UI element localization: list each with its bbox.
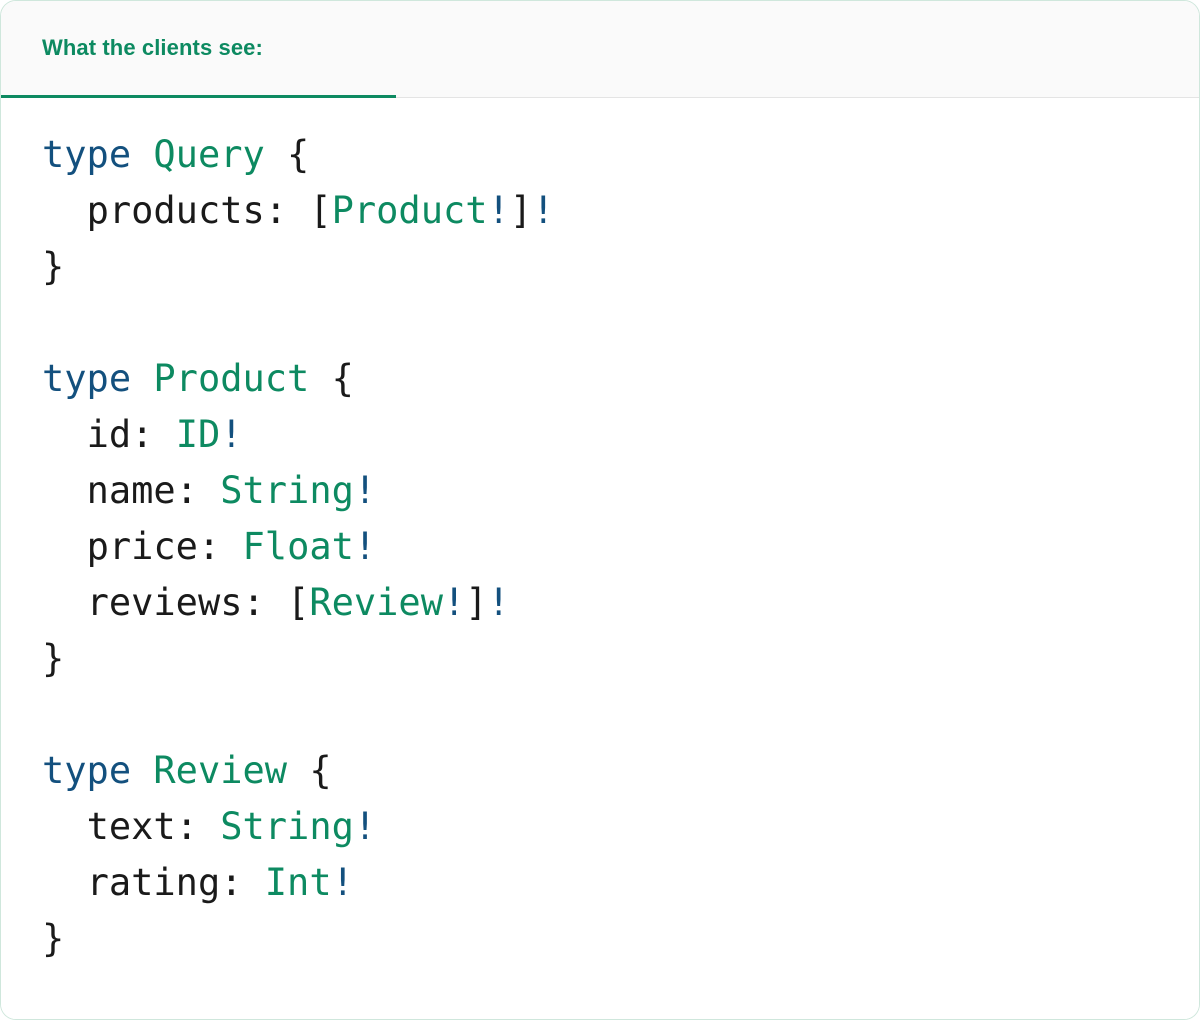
code-token: } (42, 245, 65, 288)
code-line: type Query { (42, 127, 1199, 183)
code-line: products: [Product!]! (42, 183, 1199, 239)
code-line: ​ (42, 687, 1199, 743)
code-token: text (86, 805, 176, 848)
code-token: Int (264, 861, 332, 904)
code-token: products (86, 189, 265, 232)
code-token: ! (442, 581, 466, 624)
code-token: } (42, 637, 65, 680)
code-token (131, 133, 153, 176)
code-line: price: Float! (42, 519, 1199, 575)
code-token (42, 525, 87, 568)
code-token: Query (153, 133, 265, 176)
code-token: { (287, 749, 332, 792)
code-token: type (42, 133, 132, 176)
code-token (42, 861, 87, 904)
code-token: ] (509, 189, 533, 232)
code-token: rating (86, 861, 221, 904)
code-token: type (42, 357, 132, 400)
code-token: ! (353, 469, 377, 512)
code-token: Product (331, 189, 488, 232)
code-token: ! (331, 861, 354, 904)
code-token: ! (220, 413, 243, 456)
code-line: } (42, 239, 1199, 295)
tab-label: What the clients see: (42, 35, 263, 60)
tab-strip: What the clients see: (1, 1, 1199, 98)
graphql-schema-code[interactable]: type Query { products: [Product!]!}​type… (42, 127, 1199, 967)
code-token: { (309, 357, 354, 400)
code-token: type (42, 749, 132, 792)
code-line: name: String! (42, 463, 1199, 519)
code-token: ! (353, 525, 377, 568)
code-token (42, 469, 87, 512)
code-token: : (197, 525, 243, 568)
code-token: name (86, 469, 176, 512)
code-lines: type Query { products: [Product!]!}​type… (42, 127, 1199, 967)
code-token: ! (532, 189, 555, 232)
code-line: } (42, 911, 1199, 967)
code-token: String (220, 469, 354, 512)
code-line: reviews: [Review!]! (42, 575, 1199, 631)
code-token: Float (242, 525, 354, 568)
code-token (42, 189, 87, 232)
code-token (42, 805, 87, 848)
code-line: } (42, 631, 1199, 687)
code-line: text: String! (42, 799, 1199, 855)
code-token: } (42, 917, 65, 960)
code-line: rating: Int! (42, 855, 1199, 911)
code-line: ​ (42, 295, 1199, 351)
code-token: ! (353, 805, 377, 848)
code-token: String (220, 805, 354, 848)
code-token: ! (487, 581, 510, 624)
code-token (42, 413, 87, 456)
code-token: : [ (242, 581, 310, 624)
code-token: ID (175, 413, 221, 456)
code-token: Product (153, 357, 310, 400)
code-token: : [ (264, 189, 332, 232)
code-line: type Review { (42, 743, 1199, 799)
code-token: : (131, 413, 176, 456)
code-token: id (86, 413, 132, 456)
code-token: ! (487, 189, 510, 232)
code-token (42, 581, 87, 624)
code-token: : (220, 861, 265, 904)
code-token (131, 357, 153, 400)
code-line: type Product { (42, 351, 1199, 407)
code-token: price (86, 525, 198, 568)
code-line: id: ID! (42, 407, 1199, 463)
code-token: Review (153, 749, 288, 792)
code-token: : (175, 469, 221, 512)
code-token (131, 749, 153, 792)
code-token: : (175, 805, 221, 848)
code-token: reviews (86, 581, 243, 624)
code-token: ] (465, 581, 488, 624)
tab-what-the-clients-see[interactable]: What the clients see: (1, 1, 396, 98)
code-area: type Query { products: [Product!]!}​type… (1, 98, 1199, 1019)
code-token: { (264, 133, 310, 176)
code-token: Review (309, 581, 443, 624)
